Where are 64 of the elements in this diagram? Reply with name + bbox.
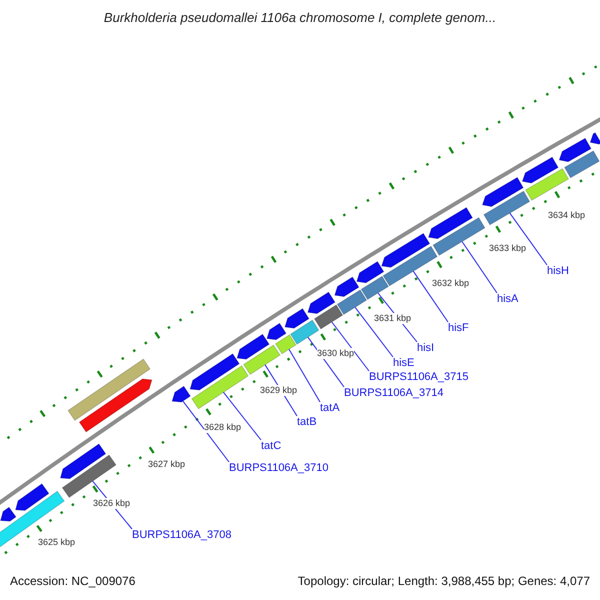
leader-line (412, 270, 448, 322)
gene-name: hisH (547, 265, 570, 278)
leader-line (222, 392, 262, 440)
gene-name: hisE (393, 357, 414, 370)
scale-label: 3627 kbp (148, 459, 186, 470)
gene-block (0, 506, 16, 522)
gene-block (60, 443, 106, 479)
gene-block (525, 168, 569, 201)
gene-block (428, 207, 473, 240)
gene-block (307, 292, 336, 314)
gene-name: tatC (261, 440, 282, 453)
gene-block (190, 353, 240, 390)
gene-block (381, 232, 430, 268)
gene-block (522, 156, 559, 184)
scale-label: 3632 kbp (432, 278, 470, 289)
gene-block (15, 483, 50, 511)
scale-label: 3625 kbp (38, 537, 76, 548)
gene-name: hisA (497, 293, 518, 306)
gene-block (314, 304, 344, 330)
gene-block (590, 132, 600, 145)
gene-block (191, 365, 249, 410)
gene-block (78, 378, 152, 432)
gene-block (483, 190, 530, 226)
gene-block (482, 176, 524, 207)
leader-line (331, 322, 370, 372)
gene-block (432, 217, 486, 256)
gene-block (284, 308, 310, 329)
gene-name: BURPS1106A_3710 (229, 462, 328, 475)
scale-label: 3631 kbp (374, 313, 412, 324)
gene-name: BURPS1106A_3708 (132, 529, 232, 542)
scale-label: 3626 kbp (93, 498, 130, 509)
gene-block (68, 358, 151, 421)
gene-name: tatA (320, 402, 340, 415)
gene-block (564, 150, 600, 178)
scale-label: 3633 kbp (489, 243, 526, 254)
leader-line (509, 212, 548, 266)
gene-block (275, 334, 296, 354)
gene-block (172, 386, 191, 402)
gene-block (356, 261, 384, 284)
gene-block (334, 276, 360, 297)
accession-text: Accession: NC_009076 (10, 574, 136, 589)
gene-name: hisF (448, 322, 469, 335)
gene-name: BURPS1106A_3715 (369, 371, 468, 384)
gene-name: tatB (297, 416, 317, 429)
gene-block (266, 322, 287, 340)
gene-block (558, 138, 592, 162)
gene-name: BURPS1106A_3714 (344, 387, 444, 400)
scale-label: 3629 kbp (260, 385, 298, 396)
scale-label: 3630 kbp (317, 348, 354, 359)
leader-line (354, 306, 394, 358)
scale-label: 3634 kbp (548, 210, 586, 221)
gene-name: hisI (417, 342, 434, 355)
gene-block (236, 334, 270, 360)
leader-line (288, 348, 320, 402)
gene-block (360, 276, 389, 300)
gene-block (336, 289, 368, 315)
gene-block (62, 454, 116, 498)
map-title: Burkholderia pseudomallei 1106a chromosome I, complete genom... (102, 10, 498, 25)
genome-info-text: Topology: circular; Length: 3,988,455 bp; Genes: 4,077 (298, 574, 590, 589)
leader-line (182, 400, 230, 462)
leader-line (462, 241, 498, 294)
gene-block (243, 344, 281, 375)
gene-block (290, 320, 320, 345)
scale-label: 3628 kbp (204, 422, 242, 433)
